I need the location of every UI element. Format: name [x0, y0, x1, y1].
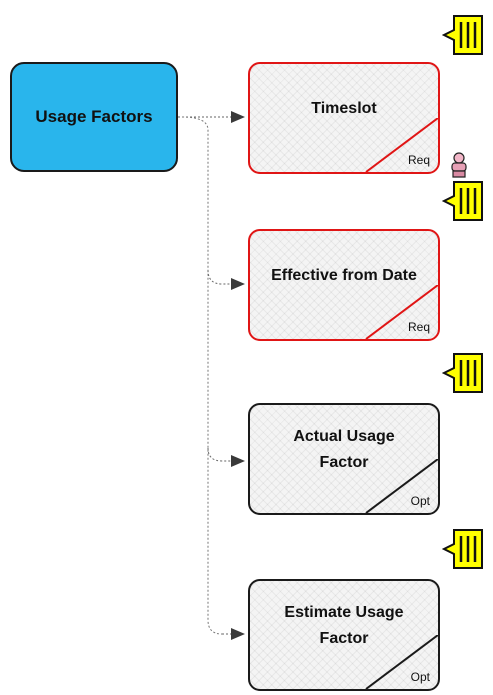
attribute-effective-from-date[interactable]: Effective from Date Req [248, 229, 440, 341]
root-entity-usage-factors[interactable]: Usage Factors [10, 62, 178, 172]
attribute-actual-usage-factor[interactable]: Actual Usage Factor Opt [248, 403, 440, 515]
attribute-label: Effective from Date [271, 267, 417, 284]
attribute-tag: Req [407, 153, 430, 167]
connector-actual-usage [207, 447, 245, 467]
required-corner-mark [365, 285, 438, 339]
optional-corner-mark [365, 459, 438, 513]
root-entity-label: Usage Factors [35, 107, 153, 126]
connector-trunk [181, 116, 223, 635]
attribute-tag: Req [407, 320, 430, 334]
note-icon[interactable] [442, 14, 484, 56]
person-icon [451, 152, 467, 178]
attribute-tag: Opt [410, 494, 430, 508]
connector-effective-date [207, 269, 245, 290]
note-icon[interactable] [442, 352, 484, 394]
note-icon[interactable] [442, 180, 484, 222]
attribute-timeslot[interactable]: Timeslot Req [248, 62, 440, 174]
attribute-estimate-usage-factor[interactable]: Estimate Usage Factor Opt [248, 579, 440, 691]
attribute-tag: Opt [410, 670, 430, 684]
required-corner-mark [365, 118, 438, 172]
attribute-label: Actual Usage Factor [293, 428, 395, 471]
note-icon[interactable] [442, 528, 484, 570]
attribute-label: Timeslot [311, 100, 377, 117]
attribute-label: Estimate Usage Factor [284, 604, 404, 647]
optional-corner-mark [365, 635, 438, 689]
